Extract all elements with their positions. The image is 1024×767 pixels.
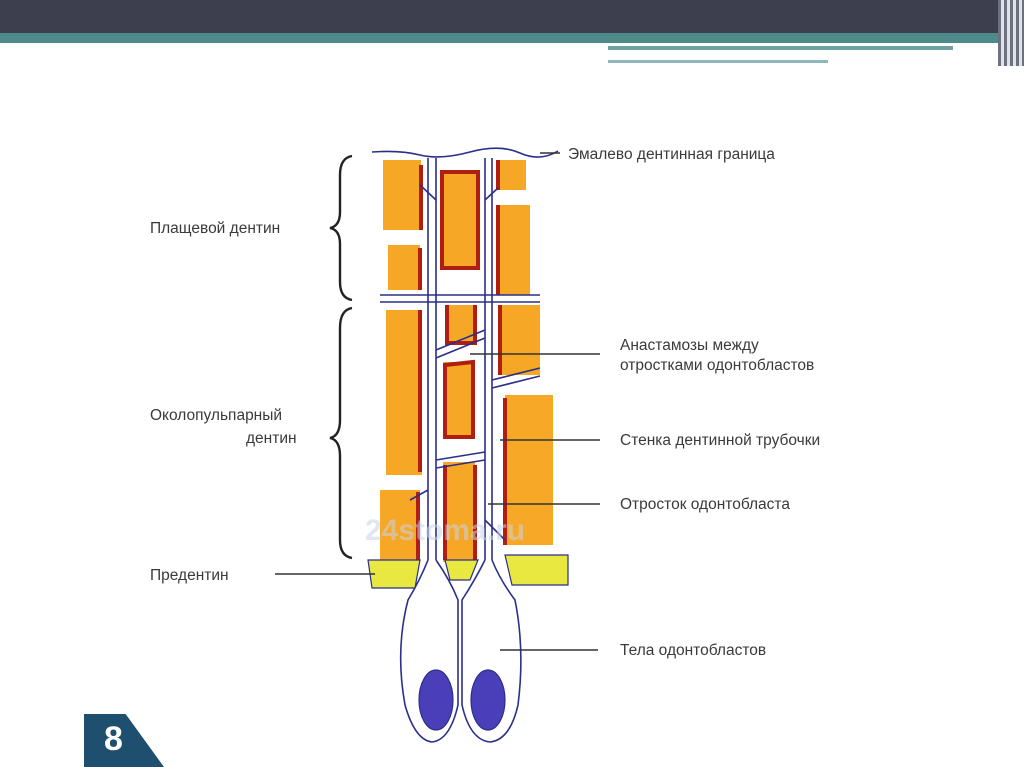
- label-circumpulpal-dentin-2: дентин: [246, 430, 297, 447]
- slide-number: 8: [104, 720, 123, 758]
- brackets: [329, 154, 353, 560]
- label-odontoblast-bodies: Тела одонтобластов: [620, 642, 766, 659]
- header-accent-band: [0, 33, 1024, 43]
- header-bar: [0, 0, 1024, 33]
- odontoblast-nuclei: [418, 669, 506, 731]
- watermark-text: 24stoma.ru: [365, 514, 525, 547]
- dentin-blocks: [380, 160, 553, 562]
- odontoblast-processes: [371, 147, 559, 743]
- tubule-walls: [416, 160, 507, 560]
- mantle-dentin-bracket: [329, 154, 353, 302]
- circumpulpal-dentin-bracket: [329, 306, 353, 560]
- label-anastomoses-1: Анастамозы между: [620, 337, 759, 354]
- leader-lines: [275, 152, 600, 651]
- label-odontoblast-process: Отросток одонтобласта: [620, 496, 790, 513]
- label-anastomoses-2: отростками одонтобластов: [620, 357, 814, 374]
- label-predentin: Предентин: [150, 567, 229, 584]
- label-circumpulpal-dentin-1: Околопульпарный: [150, 407, 282, 424]
- header-stripes: [998, 0, 1024, 66]
- label-enamel-dentin-border: Эмалево дентинная граница: [568, 146, 775, 163]
- header-accent-line-2: [608, 60, 828, 63]
- label-tubule-wall: Стенка дентинной трубочки: [620, 432, 820, 449]
- header-accent-line: [608, 46, 953, 50]
- label-mantle-dentin: Плащевой дентин: [150, 220, 280, 237]
- predentin-layer: [367, 554, 569, 589]
